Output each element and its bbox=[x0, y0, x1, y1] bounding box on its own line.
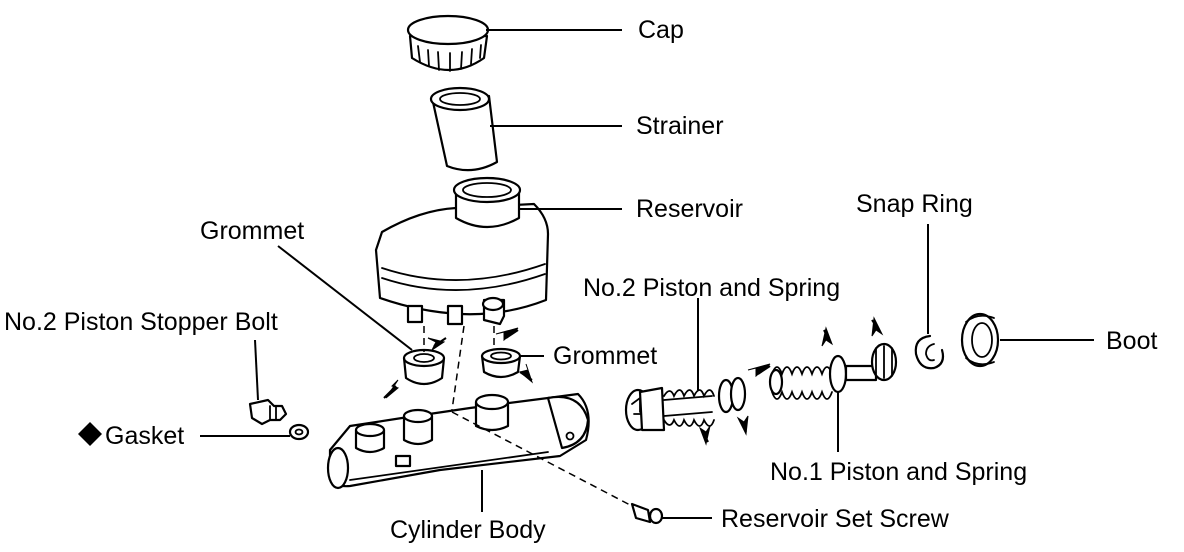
gasket-label: Gasket bbox=[105, 422, 184, 450]
solid-diamond-icon bbox=[78, 422, 102, 446]
cylinder-body-label: Cylinder Body bbox=[390, 516, 546, 544]
cap-label: Cap bbox=[638, 16, 684, 44]
snap-ring-part bbox=[914, 224, 945, 370]
grommet-upper-label: Grommet bbox=[200, 217, 304, 245]
cylinder-body-part bbox=[326, 392, 590, 512]
reservoir-label: Reservoir bbox=[636, 195, 743, 223]
boot-part bbox=[960, 312, 1094, 368]
boot-label: Boot bbox=[1106, 327, 1157, 355]
reservoir-set-screw-part bbox=[451, 411, 712, 525]
stopper-bolt-label: No.2 Piston Stopper Bolt bbox=[4, 308, 278, 336]
grommet-left-part bbox=[277, 245, 446, 386]
no1-piston-label: No.1 Piston and Spring bbox=[770, 458, 1027, 486]
assembly-guide-lines bbox=[423, 325, 495, 411]
stopper-bolt-part bbox=[248, 339, 288, 426]
gasket-part bbox=[200, 423, 310, 441]
set-screw-label: Reservoir Set Screw bbox=[721, 505, 950, 533]
cap-part bbox=[406, 14, 622, 72]
no2-piston-label: No.2 Piston and Spring bbox=[583, 274, 840, 302]
grommet-right-label: Grommet bbox=[553, 342, 657, 370]
strainer-part bbox=[429, 86, 622, 172]
strainer-label: Strainer bbox=[636, 112, 724, 140]
lubrication-arrows bbox=[383, 316, 884, 446]
reservoir-part bbox=[374, 176, 622, 326]
snap-ring-label: Snap Ring bbox=[856, 190, 973, 218]
no1-piston-spring-part bbox=[768, 342, 898, 452]
no2-piston-spring-part bbox=[624, 298, 747, 432]
grommet-right-part bbox=[480, 347, 544, 379]
